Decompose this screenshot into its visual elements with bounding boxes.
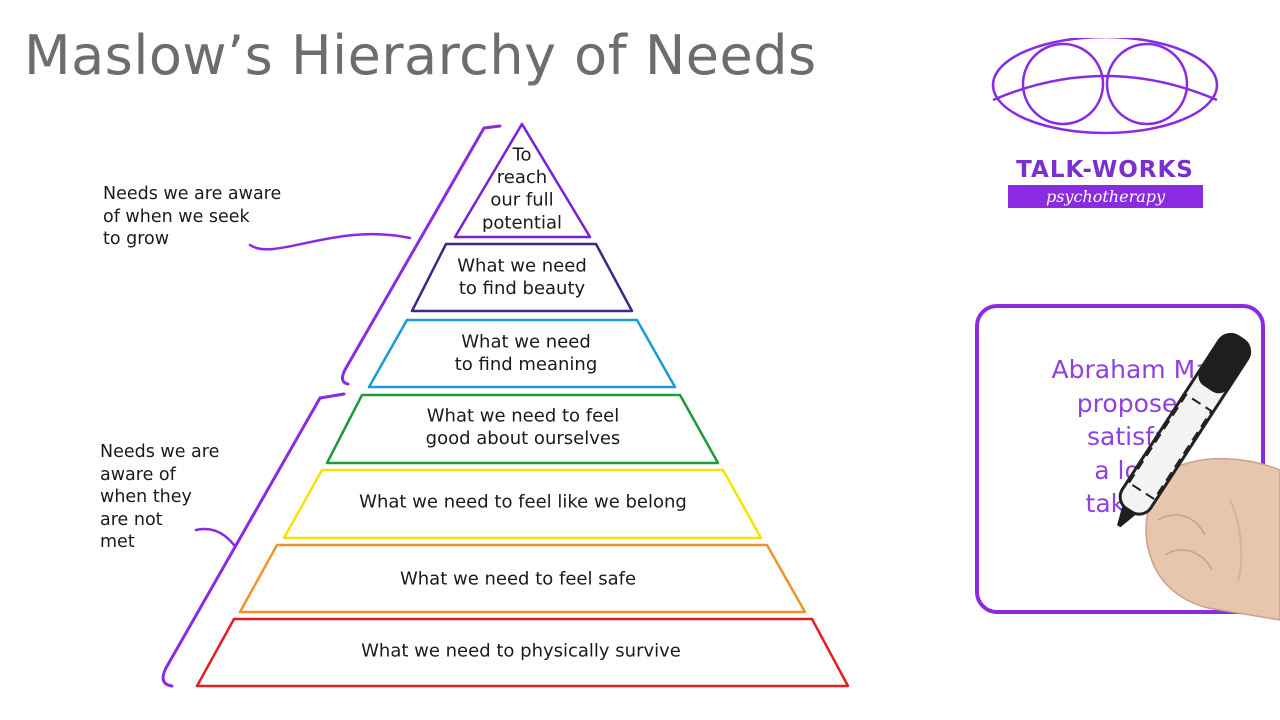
pyramid-tier-7 <box>195 617 850 688</box>
pyramid-tier-4-label: What we need to feel <box>427 406 620 427</box>
slide-title: Maslow’s Hierarchy of Needs <box>24 24 817 87</box>
pyramid-tier-1-label: To <box>512 145 532 166</box>
upper-bracket <box>341 124 502 386</box>
pyramid-tier-7-label: What we need to physically survive <box>361 641 681 662</box>
note-growth-needs: Needs we are aware of when we seek to gr… <box>103 184 282 250</box>
pyramid-tier-2-label: to find beauty <box>459 278 586 299</box>
note-deficiency-needs: Needs we are aware of when they are not … <box>100 442 220 553</box>
pyramid-tier-1-label: our full <box>490 190 553 211</box>
hand-with-marker-icon <box>1117 332 1280 621</box>
pyramid-tier-2-label: What we need <box>457 256 587 277</box>
talkworks-logo-icon <box>991 38 1219 135</box>
pyramid-tier-4 <box>325 393 720 465</box>
pyramid-tier-1-label: reach <box>497 167 547 188</box>
lower-bracket <box>161 392 346 688</box>
brand-name: TALK-WORKS <box>1016 157 1194 183</box>
pyramid-tier-1 <box>453 122 592 239</box>
pyramid-tier-6-label: What we need to feel safe <box>400 569 636 590</box>
pyramid-tier-3-label: to find meaning <box>455 354 598 375</box>
pyramid-tier-4-label: good about ourselves <box>426 428 621 449</box>
pyramid-tier-3-label: What we need <box>461 332 591 353</box>
lower-connector <box>194 527 236 547</box>
brand-tagline: psychotherapy <box>1008 185 1203 208</box>
pyramid-tier-2 <box>410 242 634 313</box>
pyramid-tier-1-label: potential <box>482 212 562 233</box>
pyramid-tier-3 <box>367 318 677 389</box>
pyramid-tier-6 <box>238 543 807 614</box>
pyramid-tier-5-label: What we need to feel like we belong <box>359 492 687 513</box>
pyramid-tier-5 <box>282 468 763 540</box>
upper-connector <box>248 232 412 251</box>
